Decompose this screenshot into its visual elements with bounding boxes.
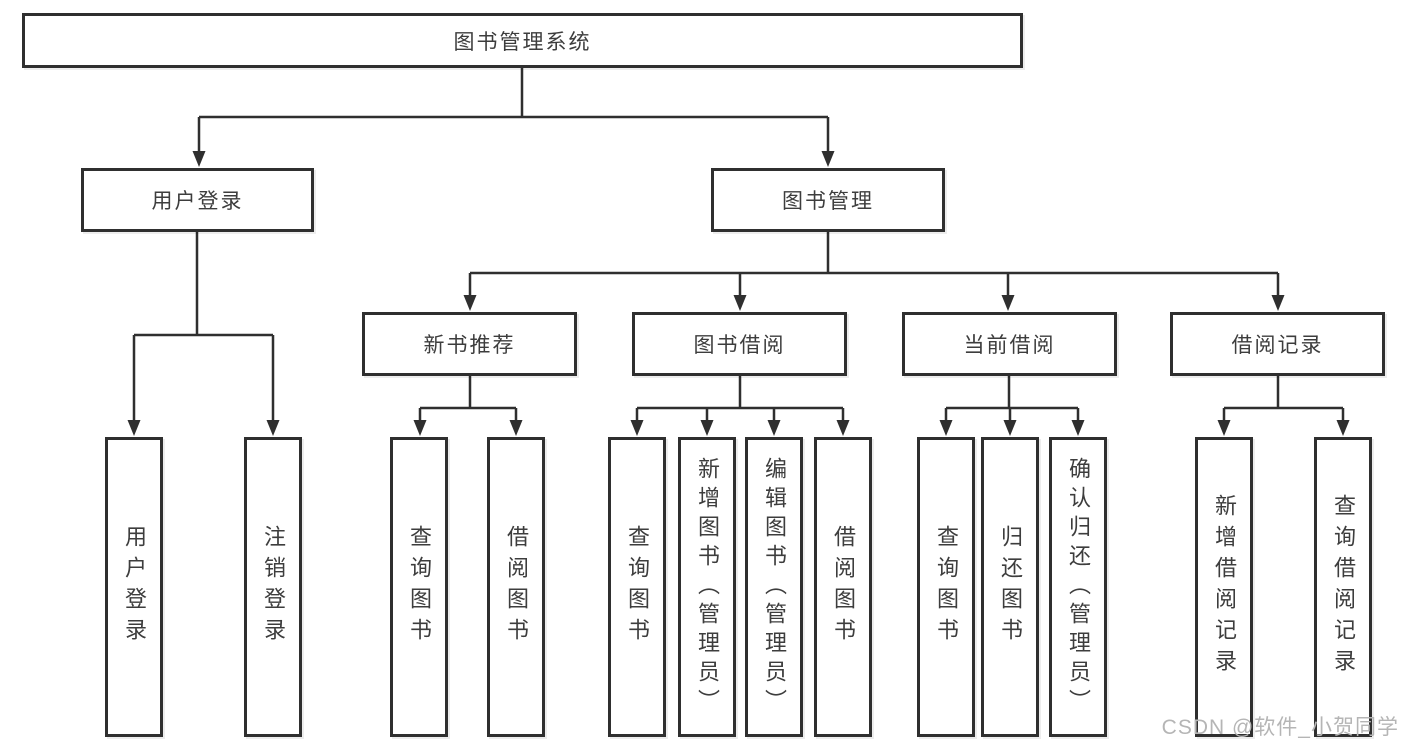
leaf-add-borrow-record: 新增借阅记录 <box>1195 437 1253 737</box>
leaf-user-login: 用户登录 <box>105 437 163 737</box>
node-book-management: 图书管理 <box>711 168 945 232</box>
node-label: 新书推荐 <box>423 334 516 357</box>
node-label: 图书借阅 <box>693 334 786 357</box>
leaf-label: 新增图书（管理员） <box>695 456 720 718</box>
leaf-label: 用户登录 <box>122 525 147 649</box>
csdn-watermark: CSDN @软件_小贺同学 <box>1161 716 1399 739</box>
leaf-label: 归还图书 <box>998 525 1023 649</box>
leaf-query-books-borrow: 查询图书 <box>608 437 666 737</box>
leaf-return-book: 归还图书 <box>981 437 1039 737</box>
leaf-label: 查询图书 <box>625 525 650 649</box>
leaf-confirm-return-admin: 确认归还（管理员） <box>1049 437 1107 737</box>
node-current-borrow: 当前借阅 <box>902 312 1117 376</box>
leaf-query-books-current: 查询图书 <box>917 437 975 737</box>
node-root-library-system: 图书管理系统 <box>22 13 1023 68</box>
leaf-label: 确认归还（管理员） <box>1066 456 1091 718</box>
leaf-label: 借阅图书 <box>831 525 856 649</box>
leaf-query-borrow-record: 查询借阅记录 <box>1314 437 1372 737</box>
node-label: 借阅记录 <box>1231 334 1324 357</box>
leaf-borrow-books-recommend: 借阅图书 <box>487 437 545 737</box>
node-new-book-recommend: 新书推荐 <box>362 312 577 376</box>
leaf-label: 查询图书 <box>934 525 959 649</box>
leaf-label: 借阅图书 <box>504 525 529 649</box>
leaf-query-books-recommend: 查询图书 <box>390 437 448 737</box>
leaf-label: 新增借阅记录 <box>1212 494 1237 680</box>
leaf-label: 查询图书 <box>407 525 432 649</box>
leaf-edit-book-admin: 编辑图书（管理员） <box>745 437 803 737</box>
leaf-add-book-admin: 新增图书（管理员） <box>678 437 736 737</box>
node-label: 图书管理系统 <box>453 30 592 54</box>
node-label: 当前借阅 <box>963 334 1056 357</box>
node-borrow-records: 借阅记录 <box>1170 312 1385 376</box>
leaf-label: 注销登录 <box>261 525 286 649</box>
leaf-label: 查询借阅记录 <box>1331 494 1356 680</box>
leaf-logout: 注销登录 <box>244 437 302 737</box>
arrowheads <box>127 151 1350 436</box>
node-user-login: 用户登录 <box>81 168 314 232</box>
leaf-borrow-books: 借阅图书 <box>814 437 872 737</box>
node-label: 图书管理 <box>782 190 874 213</box>
leaf-label: 编辑图书（管理员） <box>762 456 787 718</box>
node-label: 用户登录 <box>151 190 244 213</box>
node-book-borrow: 图书借阅 <box>632 312 847 376</box>
